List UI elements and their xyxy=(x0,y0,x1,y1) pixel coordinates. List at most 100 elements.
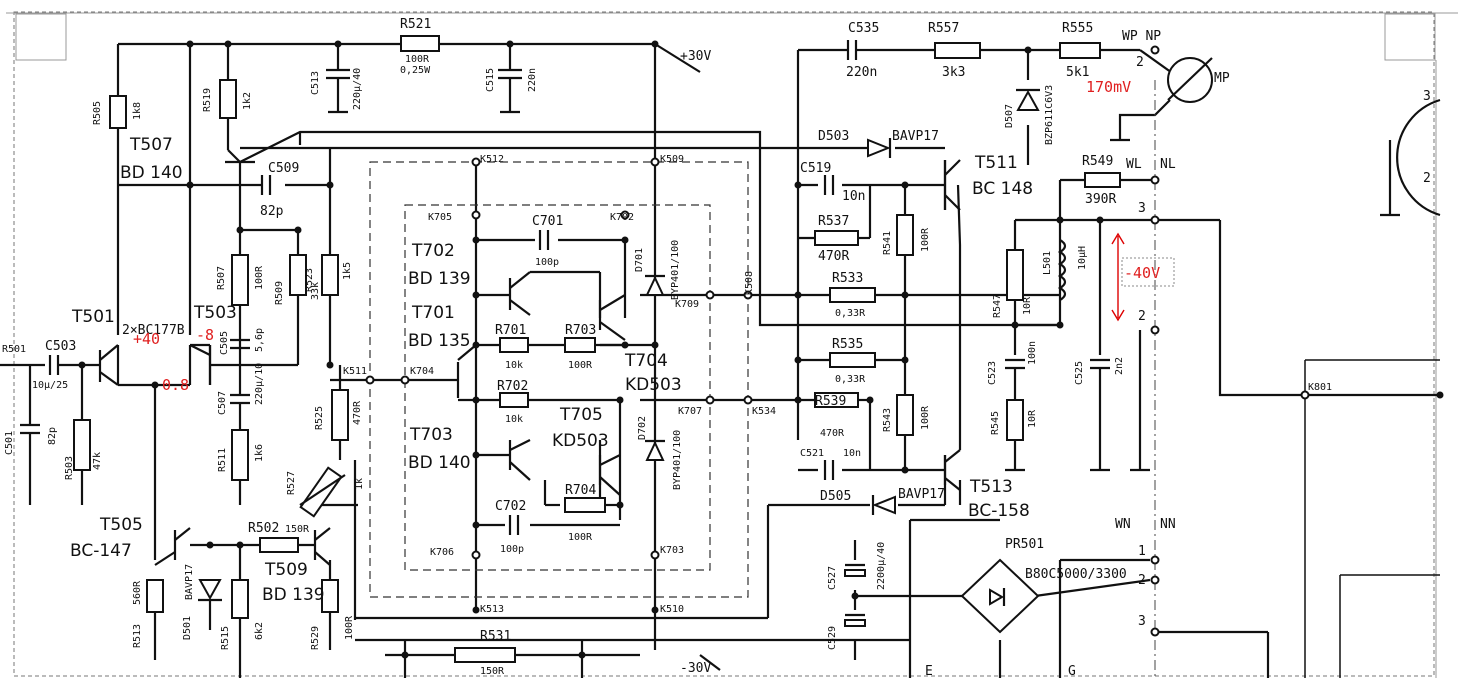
label-c503-value: 10μ/25 xyxy=(32,380,68,391)
label-d505-value: BAVP17 xyxy=(898,487,945,502)
bridge-rectifier-pr501 xyxy=(960,558,1040,634)
label-pin2-right: 2 xyxy=(1423,171,1431,186)
resistor-r537 xyxy=(814,230,859,246)
label-pr501-value: B80C5000/3300 xyxy=(1025,567,1127,582)
label-c535: C535 xyxy=(848,21,879,36)
resistor-r702 xyxy=(499,392,529,408)
label-d501-value: BAVP17 xyxy=(184,564,195,600)
label-r511: R511 xyxy=(217,448,228,472)
label-r505: R505 xyxy=(92,101,103,125)
label-r527: R527 xyxy=(286,471,297,495)
label-pin-e: E xyxy=(925,664,933,678)
label-r702: R702 xyxy=(497,379,528,394)
label-c521: C521 xyxy=(800,448,824,459)
label-l501: L501 xyxy=(1042,251,1053,275)
annotation-0-8: 0.8 xyxy=(162,376,189,394)
label-d701-value: BYP401/100 xyxy=(670,240,681,300)
label-r519-value: 1k2 xyxy=(242,92,253,110)
label-r507-value: 100R xyxy=(254,265,265,290)
resistor-r521 xyxy=(400,35,440,52)
resistor-r555 xyxy=(1059,42,1101,59)
label-r537: R537 xyxy=(818,214,849,229)
label-r525-value: 470R xyxy=(352,400,363,425)
label-t705-type: KD503 xyxy=(552,431,609,451)
label-r704-value: 100R xyxy=(568,532,593,543)
label-r555-value: 5k1 xyxy=(1066,65,1089,80)
capacitor-c513 xyxy=(326,68,350,100)
label-t513-type: BC-158 xyxy=(968,501,1030,521)
label-d503: D503 xyxy=(818,129,849,144)
resistor-r523 xyxy=(321,254,339,296)
label-pr501: PR501 xyxy=(1005,537,1044,552)
label-r549-value: 390R xyxy=(1085,192,1116,207)
label-wn: WN xyxy=(1115,517,1131,532)
resistor-r547 xyxy=(1006,249,1024,301)
resistor-r529 xyxy=(321,579,339,613)
label-d701: D701 xyxy=(634,248,645,272)
label-t704: T704 xyxy=(624,351,668,371)
resistor-r519 xyxy=(219,79,237,119)
label-k509: K509 xyxy=(660,154,684,165)
capacitor-c509 xyxy=(260,175,272,195)
label-t503: T503 xyxy=(193,303,237,323)
capacitor-c701 xyxy=(538,230,550,250)
label-pin3-right: 3 xyxy=(1423,89,1431,104)
label-t703-type: BD 140 xyxy=(408,453,471,473)
label-r703: R703 xyxy=(565,323,596,338)
label-pin3-b: 3 xyxy=(1138,614,1146,629)
label-t507: T507 xyxy=(129,135,173,155)
resistor-r515 xyxy=(231,579,249,619)
diode-d507 xyxy=(1016,88,1040,111)
diode-d702 xyxy=(645,439,665,461)
label-c702: C702 xyxy=(495,499,526,514)
capacitor-c525 xyxy=(1090,358,1110,380)
label-c525: C525 xyxy=(1074,361,1085,385)
transistor-t511 xyxy=(943,159,961,211)
capacitor-c702 xyxy=(508,515,520,535)
label-k513: K513 xyxy=(480,604,504,615)
transistor-t704 xyxy=(598,294,626,341)
annotation-170mv: 170mV xyxy=(1086,78,1131,96)
label-c523: C523 xyxy=(987,361,998,385)
label-c513: C513 xyxy=(310,71,321,95)
resistor-r533 xyxy=(829,287,876,303)
resistor-r701 xyxy=(499,337,529,353)
label-t501: T501 xyxy=(71,307,115,327)
label-r521-value: 100R xyxy=(405,54,430,65)
component-labels: R521 100R 0,25W C513 220μ/40 C515 220n +… xyxy=(2,17,1431,678)
label-r502-value: 150R xyxy=(285,524,310,535)
label-t509-type: BD 139 xyxy=(262,585,325,605)
label-t702: T702 xyxy=(411,241,455,261)
label-d505: D505 xyxy=(820,489,851,504)
transistor-t509 xyxy=(313,527,331,566)
label-c702-value: 100p xyxy=(500,544,524,555)
label-c501: C501 xyxy=(4,431,15,455)
label-r502: R502 xyxy=(248,521,279,536)
label-r515: R515 xyxy=(220,626,231,650)
label-c527: C527 xyxy=(827,566,838,590)
diode-d503 xyxy=(867,138,892,158)
label-c507: C507 xyxy=(217,391,228,415)
label-r521: R521 xyxy=(400,17,431,32)
label-t701-type: BD 135 xyxy=(408,331,471,351)
label-c513-value: 220μ/40 xyxy=(352,68,363,110)
resistor-r511 xyxy=(231,429,249,481)
resistor-r525 xyxy=(331,389,349,441)
resistor-r513 xyxy=(146,579,164,613)
transistor-t507 xyxy=(225,149,255,178)
label-k702: K702 xyxy=(610,212,634,223)
transistor-t702 xyxy=(508,271,531,316)
label-t505: T505 xyxy=(99,515,143,535)
label-c519: C519 xyxy=(800,161,831,176)
resistor-r557 xyxy=(934,42,981,59)
label-r503: R503 xyxy=(64,456,75,480)
label-wp-np: WP NP xyxy=(1122,29,1161,44)
label-c701: C701 xyxy=(532,214,563,229)
label-r702-value: 10k xyxy=(505,414,523,425)
label-k705: K705 xyxy=(428,212,452,223)
page-frame xyxy=(6,11,1458,678)
label-d507: D507 xyxy=(1004,104,1015,128)
annotation-plus40: +40 xyxy=(133,330,160,348)
label-k534: K534 xyxy=(752,406,776,417)
